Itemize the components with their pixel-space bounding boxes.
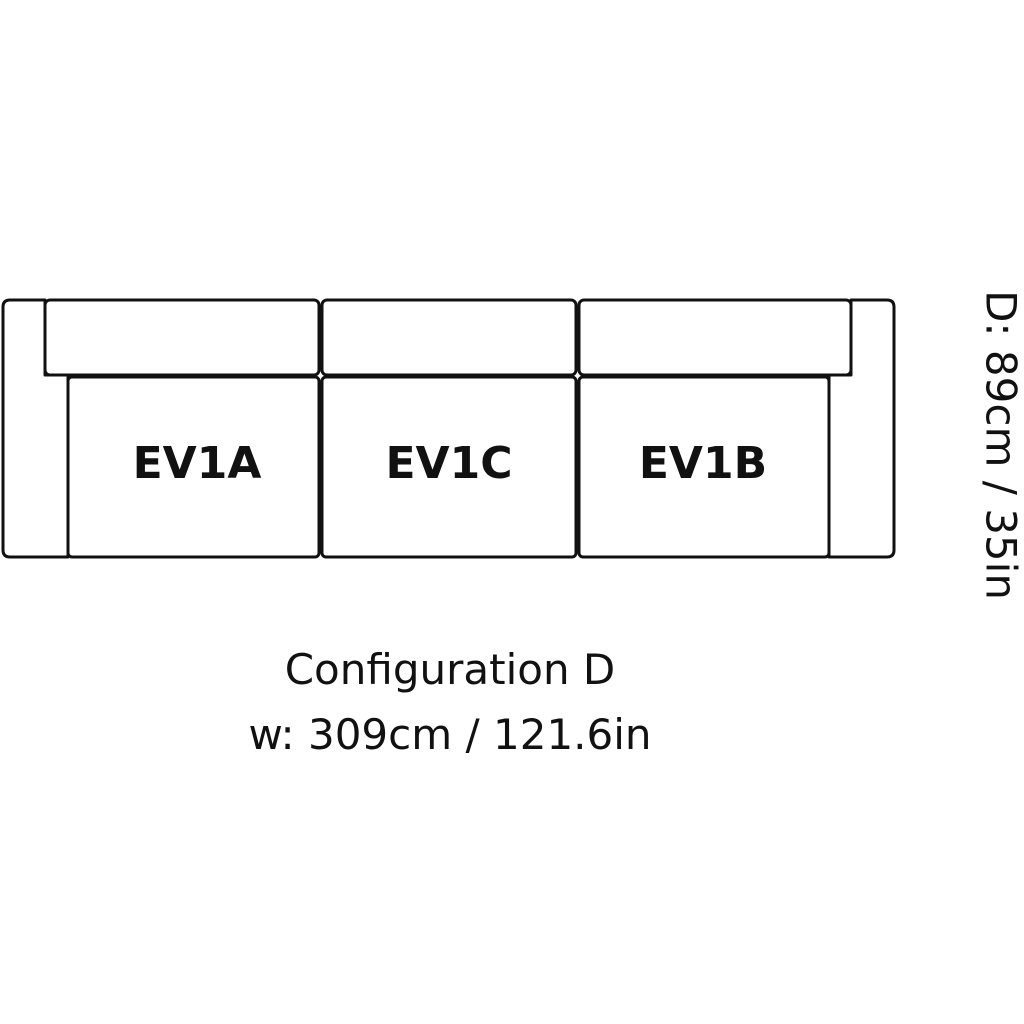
module-label-ev1c: EV1C xyxy=(385,438,512,489)
right-arm xyxy=(827,298,896,559)
module-label-ev1a: EV1A xyxy=(133,438,262,489)
back-cushion-ev1a xyxy=(43,298,321,377)
back-cushion-ev1c xyxy=(320,298,578,377)
depth-dimension: D: 89cm / 35in xyxy=(976,290,1024,600)
seat-cushion-ev1b xyxy=(577,375,831,559)
configuration-title: Configuration D xyxy=(284,645,616,694)
back-cushion-ev1b xyxy=(577,298,853,377)
seat-cushion-ev1a xyxy=(66,375,321,559)
seat-cushion-ev1c xyxy=(320,375,578,559)
module-label-ev1b: EV1B xyxy=(639,438,767,489)
left-arm xyxy=(1,298,70,559)
width-dimension: w: 309cm / 121.6in xyxy=(248,710,652,759)
sofa-outline xyxy=(1,298,896,559)
